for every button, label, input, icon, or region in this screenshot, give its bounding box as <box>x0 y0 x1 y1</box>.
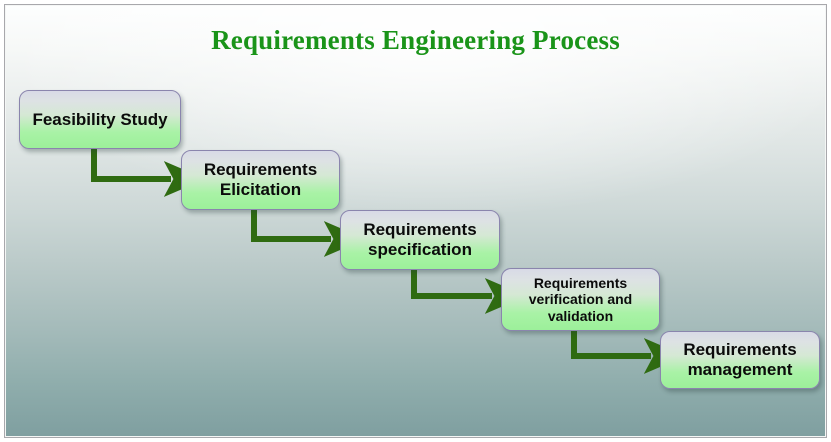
node-requirements-specification[interactable]: Requirements specification <box>340 210 500 270</box>
node-requirements-management[interactable]: Requirements management <box>660 331 820 389</box>
node-requirements-verification-and-validation[interactable]: Requirements verification and validation <box>501 268 660 331</box>
node-label: Requirements Elicitation <box>203 160 318 199</box>
node-feasibility-study[interactable]: Feasibility Study <box>19 90 181 149</box>
diagram-frame: Requirements Engineering Process Feasibi… <box>4 4 827 438</box>
node-label: Requirements specification <box>363 220 477 259</box>
node-label: Requirements management <box>683 340 797 379</box>
node-label: Requirements verification and validation <box>528 275 633 324</box>
node-label: Feasibility Study <box>32 109 168 129</box>
node-requirements-elicitation[interactable]: Requirements Elicitation <box>181 150 340 210</box>
page-title: Requirements Engineering Process <box>211 25 620 55</box>
